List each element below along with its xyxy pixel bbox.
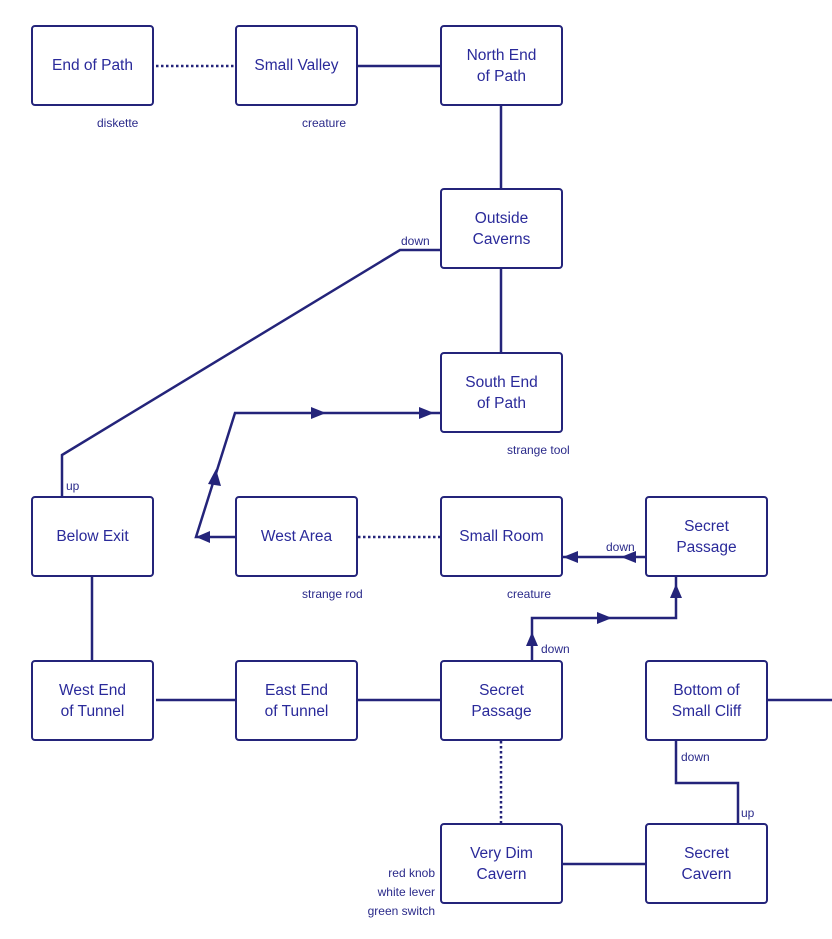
room-end-of-path[interactable]: End of Path — [31, 25, 154, 106]
room-secret-passage-upper[interactable]: Secret Passage — [645, 496, 768, 577]
room-label: South End of Path — [465, 373, 538, 412]
room-label: Small Valley — [254, 57, 339, 74]
room-label: Bottom of Small Cliff — [671, 681, 742, 720]
room-label: West End of Tunnel — [59, 681, 126, 720]
arrow-up-icon — [526, 632, 538, 646]
room-label: Secret Passage — [471, 681, 532, 720]
room-very-dim-cavern[interactable]: Very Dim Cavern — [440, 823, 563, 904]
room-east-end-of-tunnel[interactable]: East End of Tunnel — [235, 660, 358, 741]
room-secret-passage-lower[interactable]: Secret Passage — [440, 660, 563, 741]
room-west-area[interactable]: West Area — [235, 496, 358, 577]
arrow-right-icon — [597, 612, 612, 624]
link-label: down — [401, 234, 430, 248]
item-label: creature — [507, 587, 552, 601]
item-label: diskette — [97, 116, 139, 130]
room-outside-caverns[interactable]: Outside Caverns — [440, 188, 563, 269]
arrow-up-icon — [208, 469, 221, 486]
room-west-end-of-tunnel[interactable]: West End of Tunnel — [31, 660, 154, 741]
link-outside-below-exit — [60, 248, 440, 496]
arrow-left-icon — [621, 551, 636, 563]
link-label: up — [66, 479, 80, 493]
item-label: strange rod — [302, 587, 363, 601]
room-label: Outside Caverns — [472, 209, 531, 248]
item-label: strange tool — [507, 443, 570, 457]
arrow-right-icon — [311, 407, 326, 419]
room-label: West Area — [260, 528, 333, 545]
arrow-right-icon — [419, 407, 434, 419]
room-label: Small Room — [459, 528, 544, 545]
link-label: down — [541, 642, 570, 656]
item-label: red knob — [388, 866, 435, 880]
link-label: up — [741, 806, 755, 820]
room-below-exit[interactable]: Below Exit — [31, 496, 154, 577]
link-cliff-secret-cavern — [674, 741, 740, 823]
arrow-left-icon — [196, 531, 210, 543]
room-label: North End of Path — [466, 46, 537, 85]
arrow-up-icon — [670, 584, 682, 598]
room-label: Secret Cavern — [681, 844, 732, 883]
room-label: Secret Passage — [676, 517, 737, 556]
room-label: End of Path — [51, 57, 133, 74]
room-label: Very Dim Cavern — [470, 844, 533, 883]
room-north-end-of-path[interactable]: North End of Path — [440, 25, 563, 106]
item-label: green switch — [367, 904, 435, 918]
link-label: down — [606, 540, 635, 554]
room-small-valley[interactable]: Small Valley — [235, 25, 358, 106]
room-label: Below Exit — [56, 528, 129, 545]
item-label: creature — [302, 116, 347, 130]
room-south-end-of-path[interactable]: South End of Path — [440, 352, 563, 433]
room-label: East End of Tunnel — [264, 681, 329, 720]
arrow-left-icon — [563, 551, 578, 563]
room-bottom-of-small-cliff[interactable]: Bottom of Small Cliff — [645, 660, 768, 741]
room-small-room[interactable]: Small Room — [440, 496, 563, 577]
item-label: white lever — [377, 885, 435, 899]
link-label: down — [681, 750, 710, 764]
room-secret-cavern[interactable]: Secret Cavern — [645, 823, 768, 904]
